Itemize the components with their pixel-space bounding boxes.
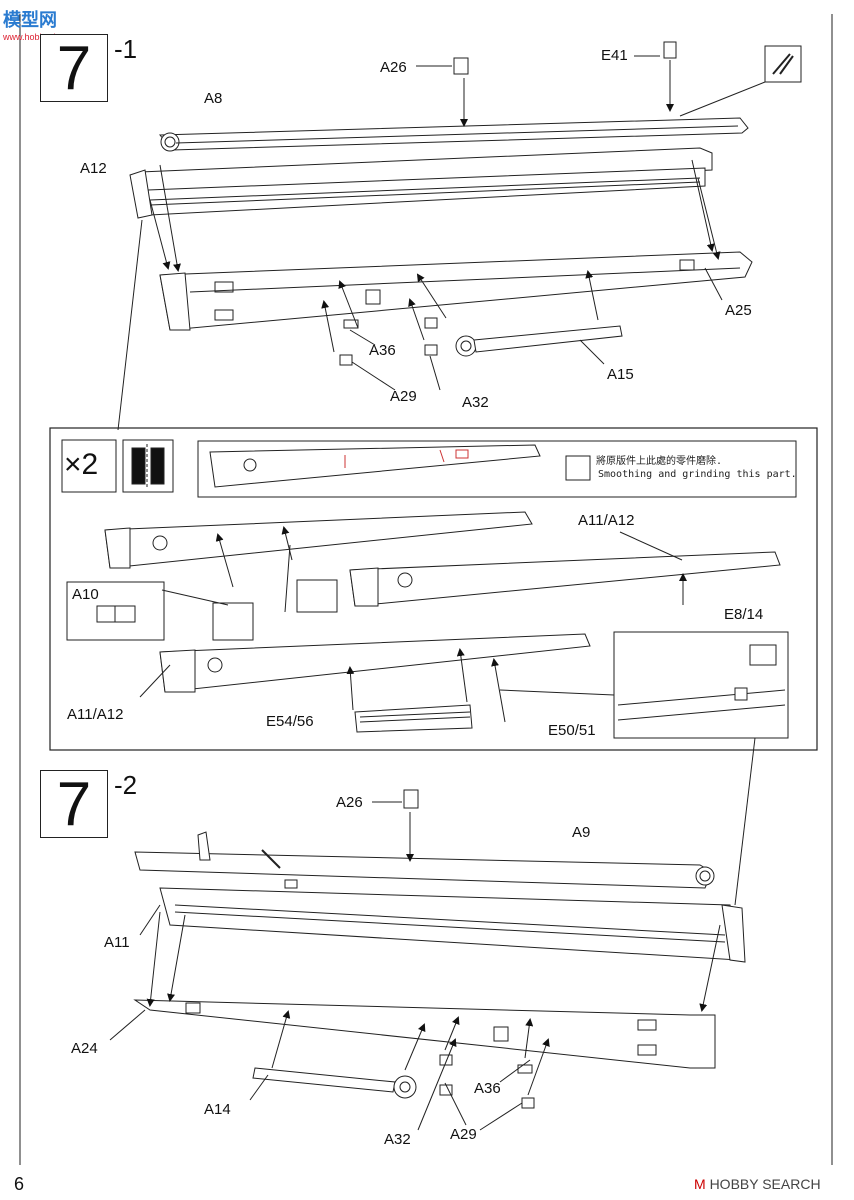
- hobby-search-icon: M: [694, 1176, 706, 1192]
- step-7-2-box: 7: [40, 769, 108, 839]
- label-a29-top: A29: [390, 388, 417, 405]
- label-e8-14: E8/14: [724, 606, 764, 623]
- label-e50-51: E50/51: [548, 722, 596, 739]
- label-a12: A12: [80, 160, 107, 177]
- note-chinese: 將原版件上此處的零件磨除.: [596, 456, 723, 467]
- label-a25: A25: [725, 302, 752, 319]
- label-a32-top: A32: [462, 394, 489, 411]
- label-a15: A15: [607, 366, 634, 383]
- label-a36-top: A36: [369, 342, 396, 359]
- label-e41: E41: [601, 47, 628, 64]
- label-a26-top: A26: [380, 59, 407, 76]
- step-7-1-box: 7: [40, 33, 108, 103]
- label-a32-bottom: A32: [384, 1131, 411, 1148]
- label-a9: A9: [572, 824, 591, 841]
- label-e54-56: E54/56: [266, 713, 314, 730]
- part-a8: [158, 117, 749, 152]
- step-7-2-number: 7: [56, 769, 92, 839]
- multiplier: ×2: [64, 448, 99, 481]
- label-a10: A10: [72, 586, 99, 603]
- step-7-2-sub: -2: [114, 770, 138, 800]
- label-a8: A8: [204, 90, 223, 107]
- label-a36-bottom: A36: [474, 1080, 501, 1097]
- hobby-search-watermark: M HOBBY SEARCH: [694, 1176, 821, 1192]
- label-a14: A14: [204, 1101, 231, 1118]
- label-a11-a12-left: A11/A12: [67, 706, 124, 723]
- note-english: Smoothing and grinding this part.: [598, 469, 797, 480]
- page-number: 6: [14, 1174, 25, 1194]
- part-a25: [159, 251, 753, 331]
- step-7-1-sub: -1: [114, 34, 138, 64]
- part-a15: [455, 325, 623, 357]
- part-a12: [129, 147, 713, 219]
- label-a24: A24: [71, 1040, 98, 1057]
- label-a11: A11: [104, 934, 130, 951]
- label-a26-bottom: A26: [336, 794, 363, 811]
- step-7-1-number: 7: [56, 33, 92, 103]
- logo-text: 模型网: [3, 10, 57, 30]
- hobby-search-text: HOBBY SEARCH: [709, 1176, 821, 1192]
- label-a11-a12-right: A11/A12: [578, 512, 635, 529]
- label-a29-bottom: A29: [450, 1126, 477, 1143]
